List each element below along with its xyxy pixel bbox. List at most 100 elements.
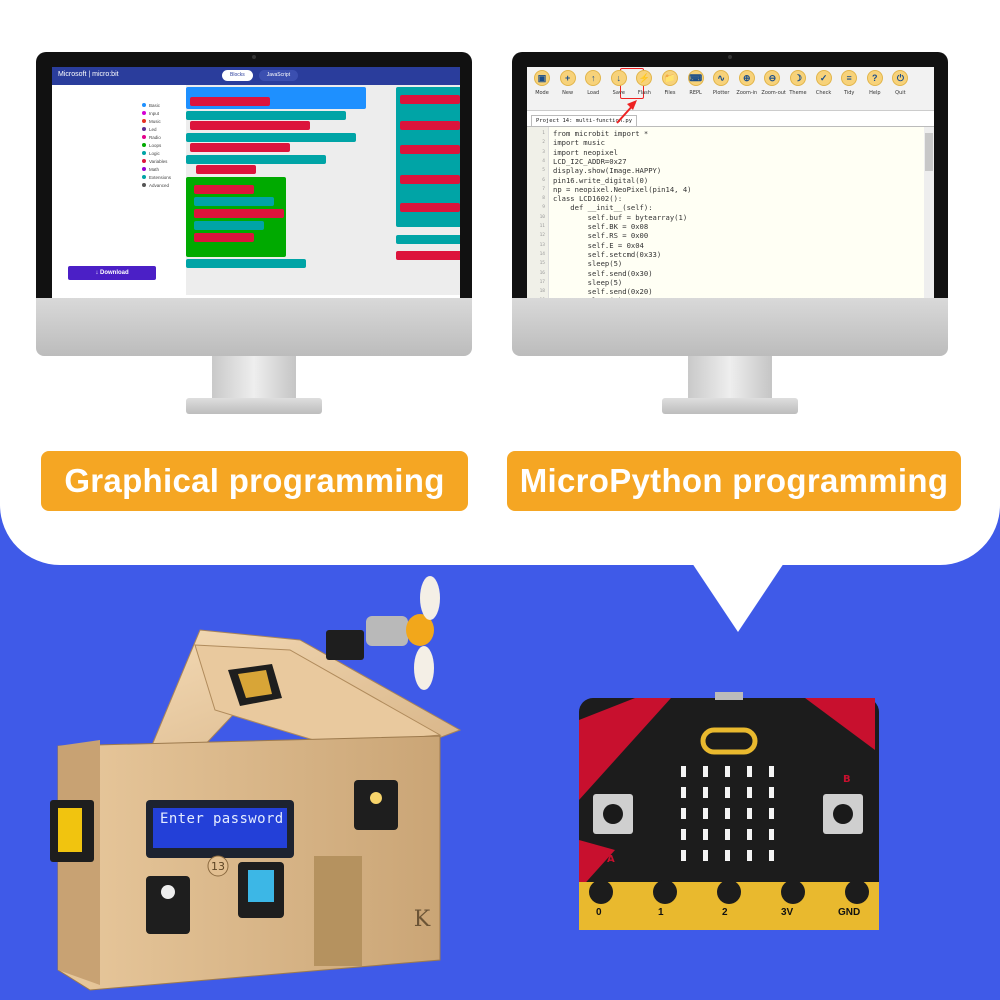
scrollbar-thumb[interactable] (925, 133, 933, 171)
fan-hub (406, 614, 434, 646)
vertical-scrollbar[interactable] (924, 127, 934, 298)
block[interactable] (190, 97, 270, 106)
category-extensions[interactable]: Extensions (142, 173, 186, 181)
file-tab[interactable]: Project 14: multi-function.py (531, 115, 638, 126)
block[interactable] (396, 251, 460, 260)
block[interactable] (190, 121, 310, 130)
led-pixel (747, 829, 752, 840)
category-math[interactable]: Math (142, 165, 186, 173)
led-pixel (747, 766, 752, 777)
tab-javascript[interactable]: JavaScript (258, 70, 299, 81)
led-pixel (681, 766, 686, 777)
block[interactable] (400, 175, 460, 184)
led-pixel (725, 808, 730, 819)
fan-blade (420, 576, 440, 620)
code-line: sleep(5) (553, 277, 623, 287)
left-monitor-neck (212, 356, 296, 400)
block[interactable] (194, 209, 284, 218)
code-line: pin16.write_digital(0) (553, 175, 649, 185)
line-number: 15 (539, 261, 545, 267)
block[interactable] (186, 111, 346, 120)
code-line: self.send(0x20) (553, 287, 653, 297)
category-logic[interactable]: Logic (142, 149, 186, 157)
category-advanced[interactable]: Advanced (142, 181, 186, 189)
toolbar-button-zoom-out[interactable]: ⊖Zoom-out (761, 70, 786, 96)
toolbar-button-new[interactable]: +New (557, 70, 579, 96)
toolbar-button-help[interactable]: ?Help (864, 70, 886, 96)
block[interactable] (400, 121, 460, 130)
toolbar-button-theme[interactable]: ☽Theme (787, 70, 809, 96)
block[interactable] (400, 145, 460, 154)
block[interactable] (194, 233, 254, 242)
block[interactable] (196, 165, 256, 174)
block[interactable] (194, 197, 274, 206)
code-line: from microbit import * (553, 129, 649, 138)
line-number: 6 (542, 177, 545, 183)
block[interactable] (194, 221, 264, 230)
toolbar-button-check[interactable]: ✓Check (813, 70, 835, 96)
led-module (146, 876, 190, 934)
category-input[interactable]: Input (142, 109, 186, 117)
line-number: 16 (539, 270, 545, 276)
files-icon: 📁 (662, 70, 678, 86)
block[interactable] (400, 95, 460, 104)
load-icon: ↑ (585, 70, 602, 86)
code-line: self.buf = bytearray(1) (553, 212, 688, 222)
button-b-cap (833, 804, 853, 824)
download-button[interactable]: ↓ Download (68, 266, 156, 280)
block[interactable] (194, 185, 254, 194)
microbit-board: A B (579, 692, 879, 930)
toolbar-button-save[interactable]: ↓Save (608, 70, 630, 96)
toolbar-button-load[interactable]: ↑ Load (582, 70, 604, 96)
category-music[interactable]: Music (142, 117, 186, 125)
code-line: class LCD1602(): (553, 194, 623, 204)
pin-hole[interactable] (589, 880, 613, 904)
red-arrow-icon (616, 100, 637, 124)
code-line: self.BK = 0x08 (553, 222, 649, 231)
led-pixel (725, 850, 730, 861)
category-variables[interactable]: Variables (142, 157, 186, 165)
toolbar-button-files[interactable]: 📁Files (659, 70, 681, 96)
toolbar-button-tidy[interactable]: ≡Tidy (838, 70, 860, 96)
blocks-workspace[interactable] (186, 85, 460, 295)
toolbar-button-plotter[interactable]: ∿Plotter (710, 70, 732, 96)
right-monitor-chin (512, 298, 948, 356)
category-loops[interactable]: Loops (142, 141, 186, 149)
toolbar-button-mode[interactable]: ▣Mode (531, 70, 553, 96)
block[interactable] (396, 235, 460, 244)
toolbar-button-repl[interactable]: ⌨REPL (685, 70, 707, 96)
led-pixel (703, 829, 708, 840)
led-pixel (725, 787, 730, 798)
led-pixel (681, 787, 686, 798)
toolbar-button-flash[interactable]: ⚡Flash (633, 70, 655, 96)
toolbar-button-label: Load (587, 90, 600, 96)
pin-hole[interactable] (653, 880, 677, 904)
toolbar-button-label: New (562, 90, 574, 96)
block[interactable] (400, 203, 460, 212)
button-b-label: B (843, 774, 851, 785)
touch-logo[interactable] (700, 727, 758, 755)
photoresistor (370, 792, 382, 804)
category-led[interactable]: Led (142, 125, 186, 133)
led-pixel (769, 850, 774, 861)
right-monitor-neck (688, 356, 772, 400)
category-basic[interactable]: Basic (142, 101, 186, 109)
zoom-out-icon: ⊖ (764, 70, 781, 86)
code-line: self.send(0x30) (553, 268, 653, 278)
toolbar-button-quit[interactable]: ⏻Quit (889, 70, 911, 96)
line-number: 3 (542, 149, 545, 155)
toolbar-button-label: Quit (895, 90, 906, 96)
tab-blocks[interactable]: Blocks (222, 70, 253, 81)
dc-motor (366, 616, 408, 646)
category-radio[interactable]: Radio (142, 133, 186, 141)
pin-hole[interactable] (845, 880, 869, 904)
pin-hole[interactable] (781, 880, 805, 904)
block[interactable] (186, 155, 326, 164)
block[interactable] (186, 259, 306, 268)
pin-hole[interactable] (717, 880, 741, 904)
toolbar-button-zoom-in[interactable]: ⊕Zoom-in (736, 70, 758, 96)
block[interactable] (186, 133, 356, 142)
led-matrix (681, 766, 774, 861)
block[interactable] (190, 143, 290, 152)
